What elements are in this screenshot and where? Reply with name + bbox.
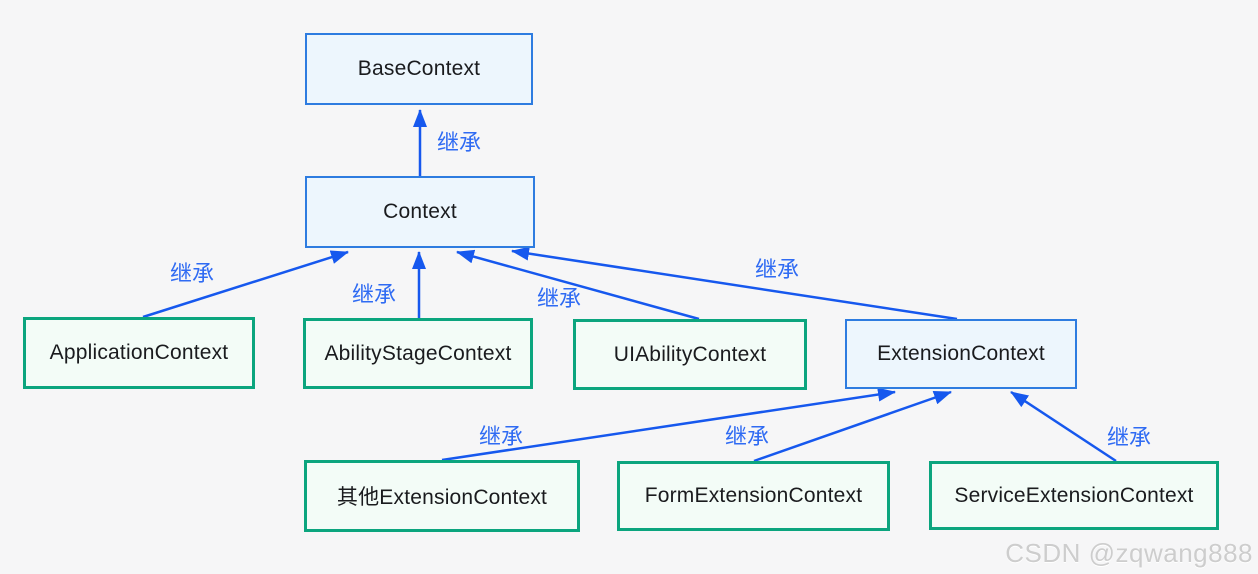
node-ability-stage-context: AbilityStageContext [303,318,533,389]
inherit-label: 继承 [351,282,397,307]
node-context: Context [305,176,535,248]
node-base-context: BaseContext [305,33,533,105]
inherit-label: 继承 [724,424,770,449]
edge-service-extension-context-to-extension-context [1010,390,1117,463]
node-label: FormExtensionContext [644,484,863,507]
node-extension-context: ExtensionContext [845,319,1077,389]
node-label: AbilityStageContext [324,341,512,365]
inherit-label: 继承 [169,261,215,286]
node-label: ApplicationContext [49,341,229,364]
edge-other-extension-context-to-extension-context [441,387,896,462]
node-label: ExtensionContext [877,342,1045,365]
inherit-label: 继承 [436,130,482,155]
inherit-label: 继承 [754,257,800,282]
edge-ui-ability-context-to-context [456,249,700,321]
node-label: ServiceExtensionContext [954,483,1194,507]
edge-form-extension-context-to-extension-context [753,390,952,463]
edge-extension-context-to-context [511,246,958,321]
inherit-label: 继承 [1106,425,1152,450]
edge-application-context-to-context [142,250,349,319]
node-service-extension-context: ServiceExtensionContext [929,461,1219,530]
inherit-label: 继承 [478,424,524,449]
watermark: CSDN @zqwang888 [1005,538,1253,568]
node-application-context: ApplicationContext [23,317,255,389]
node-label: Context [383,200,457,223]
node-label: UIAbilityContext [613,342,767,366]
node-ui-ability-context: UIAbilityContext [573,319,807,390]
node-other-extension-context: 其他ExtensionContext [304,460,580,532]
node-form-extension-context: FormExtensionContext [617,461,890,531]
inherit-label: 继承 [536,286,582,311]
node-label: BaseContext [357,57,481,80]
node-label: 其他ExtensionContext [336,486,548,509]
